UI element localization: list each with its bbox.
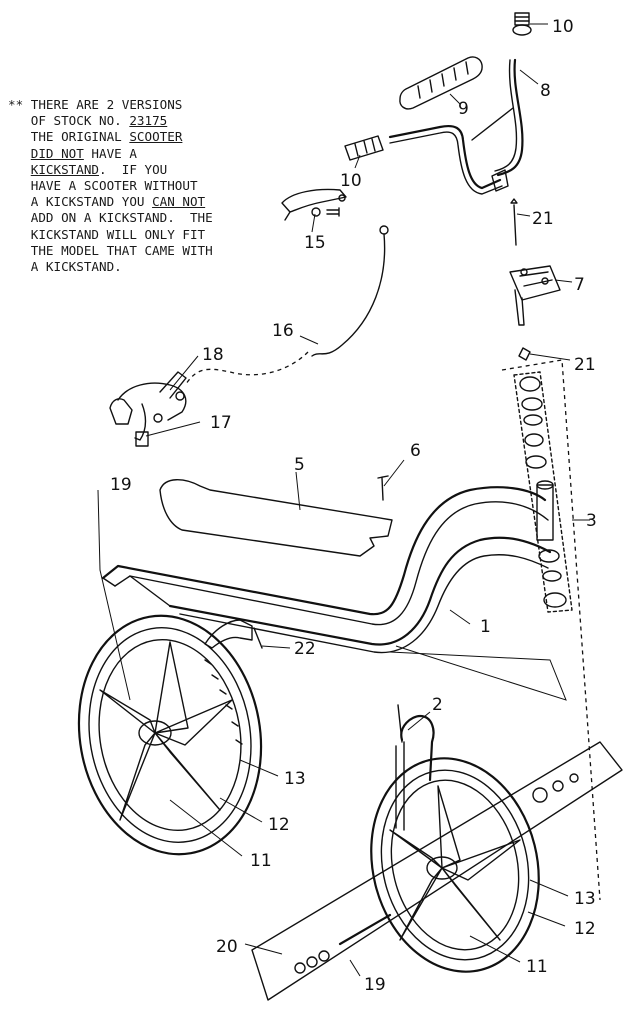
note-line: KICKSTAND. IF YOU [8,162,258,178]
callout-2-fork: 2 [432,695,443,715]
note-underlined-text: SCOOTER [129,129,183,145]
part-front-axle-band [251,741,623,1001]
callout-13-front-tire: 13 [574,889,596,909]
note-text: . IF YOU [99,161,168,177]
note-line: DID NOT HAVE A [8,146,258,162]
part-bolt-lower [518,347,531,361]
callout-15-brake-lever: 15 [304,233,326,253]
note-line: A KICKSTAND. [8,259,258,275]
note-line: A KICKSTAND YOU CAN NOT [8,194,258,210]
part-front-fork [395,704,435,831]
note-line: OF STOCK NO. 23175 [8,113,258,129]
note-text: A KICKSTAND. [8,259,122,275]
note-line: ADD ON A KICKSTAND. THE [8,210,258,226]
callout-21-bolt-upper: 21 [532,209,554,229]
note-underlined-text: 23175 [129,113,168,129]
note-text: ** THERE ARE 2 VERSIONS [8,97,183,112]
callout-8-handlebar: 8 [540,81,551,101]
callout-9-grip: 9 [458,99,469,119]
note-text: ADD ON A KICKSTAND. THE [8,210,213,226]
note-text [8,162,31,177]
note-line: KICKSTAND WILL ONLY FIT [8,227,258,243]
callout-16-cable: 16 [272,321,294,341]
part-handlebar-end-cap [512,12,532,36]
callout-13-rear-tire: 13 [284,769,306,789]
note-line: ** THERE ARE 2 VERSIONS [8,97,258,113]
callout-17-caliper: 17 [210,413,232,433]
part-scooter-frame [101,486,552,654]
callout-3-headset: 3 [586,511,597,531]
part-bolt-upper [510,198,518,246]
part-rear-wheel [77,614,263,856]
callout-18-caliper: 18 [202,345,224,365]
part-pin [377,475,389,501]
note-text: THE MODEL THAT CAME WITH [8,242,213,258]
note-line: THE MODEL THAT CAME WITH [8,243,258,259]
part-headset-bearing-stack [501,359,601,901]
fork-alignment-lines [389,645,567,701]
part-hand-grip-left [344,135,384,161]
note-underlined-text: DID NOT [30,145,84,161]
part-hand-grip-right [399,56,483,110]
callout-leaders [97,23,590,977]
note-text: KICKSTAND WILL ONLY FIT [8,226,206,242]
note-underlined-text: CAN NOT [152,194,206,210]
callout-21-bolt-lower: 21 [574,355,596,375]
note-text: THE ORIGINAL [8,129,130,145]
callout-12-front-tube: 12 [574,919,596,939]
callout-5-deck: 5 [294,455,305,475]
callout-12-rear-tube: 12 [268,815,290,835]
callout-1-frame: 1 [480,617,491,637]
callout-10-end-cap: 10 [552,17,574,37]
callout-7-stem-clamp: 7 [574,275,585,295]
part-stem-clamp [509,265,561,326]
note-text: A KICKSTAND YOU [8,194,153,210]
callout-19-front-axle: 19 [364,975,386,995]
kickstand-version-note: ** THERE ARE 2 VERSIONS OF STOCK NO. 231… [8,97,258,275]
part-brake-cable [185,225,389,385]
callout-11-rear-rim: 11 [250,851,272,871]
note-line: THE ORIGINAL SCOOTER [8,129,258,145]
part-handlebar [388,58,524,195]
note-text [8,146,31,161]
part-deck-plate [159,479,393,557]
callout-22-kickstand: 22 [294,639,316,659]
note-text: HAVE A [83,145,137,161]
note-underlined-text: KICKSTAND [30,161,99,177]
callout-20-front-axle: 20 [216,937,238,957]
part-front-wheel [370,757,540,973]
callout-10-grip: 10 [340,171,362,191]
callout-19-rear-axle: 19 [110,475,132,495]
note-text: OF STOCK NO. [8,113,130,129]
note-line: HAVE A SCOOTER WITHOUT [8,178,258,194]
callout-6-pin: 6 [410,441,421,461]
callout-labels: 10 8 9 10 15 21 7 16 21 18 17 6 5 19 3 1… [110,17,597,995]
part-brake-lever [281,188,347,221]
callout-11-front-rim: 11 [526,957,548,977]
part-brake-caliper [109,371,187,447]
note-text: HAVE A SCOOTER WITHOUT [8,178,198,194]
